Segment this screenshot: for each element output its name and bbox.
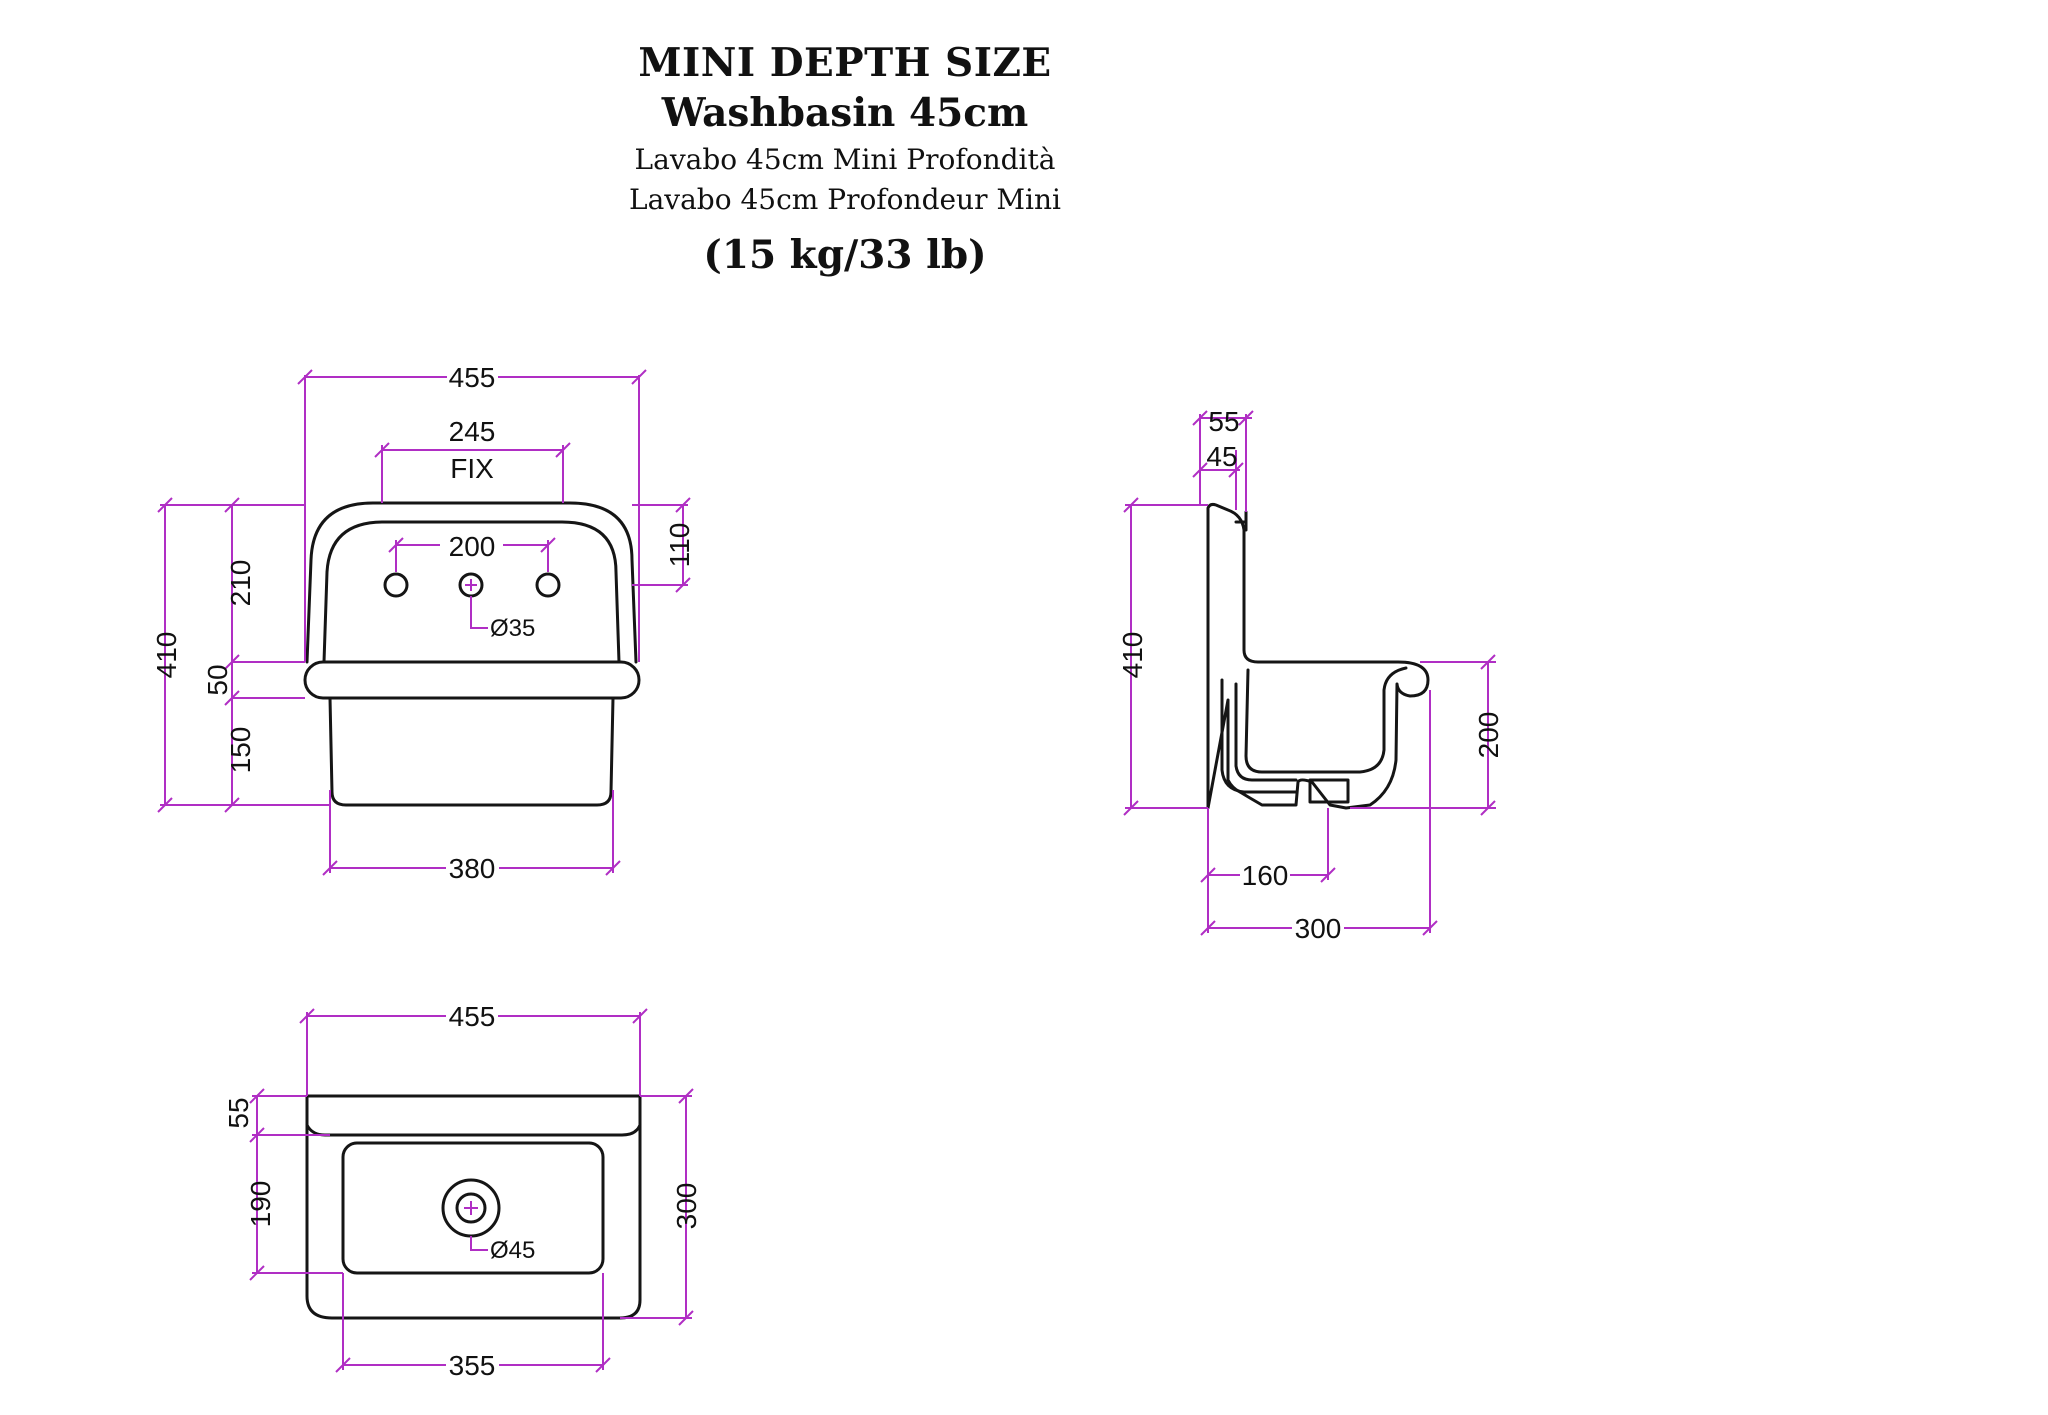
front-basin-upper	[305, 501, 638, 664]
title-line-2: Washbasin 45cm	[661, 90, 1029, 136]
top-depth-300: 300	[671, 1183, 702, 1230]
side-depth-300: 300	[1295, 913, 1342, 944]
front-height-210: 210	[225, 560, 256, 607]
side-drain-160: 160	[1242, 860, 1289, 891]
tap-hole-right	[535, 572, 561, 598]
top-width-455: 455	[449, 1001, 496, 1032]
front-fix-245: 245	[449, 416, 496, 447]
title-line-4: Lavabo 45cm Profondeur Mini	[628, 183, 1061, 216]
front-basin-inner	[322, 520, 621, 664]
title-line-3: Lavabo 45cm Mini Profondità	[634, 143, 1056, 176]
front-bowl	[328, 696, 615, 807]
tap-hole-left	[383, 572, 409, 598]
front-height-410: 410	[151, 632, 182, 679]
front-hole-diameter: Ø35	[490, 615, 535, 642]
top-back-ledge	[305, 1123, 642, 1137]
side-drain	[1308, 778, 1350, 804]
front-fix-label: FIX	[450, 453, 494, 484]
side-back-55: 55	[1208, 406, 1239, 437]
top-ledge-55: 55	[223, 1097, 254, 1128]
top-bowl-355: 355	[449, 1350, 496, 1381]
side-outline	[1206, 502, 1430, 810]
side-view: 55 45 410 200 160 300	[1117, 406, 1504, 944]
front-rim	[303, 660, 641, 700]
top-view: 455 55 190 300 355 Ø45	[223, 1001, 702, 1381]
front-bowl-150: 150	[225, 727, 256, 774]
title-line-1: MINI DEPTH SIZE	[638, 40, 1052, 86]
side-inner-bowl	[1244, 666, 1408, 774]
side-front-200: 200	[1473, 712, 1504, 759]
top-bowl-190: 190	[245, 1181, 276, 1228]
title-block: MINI DEPTH SIZE Washbasin 45cm Lavabo 45…	[520, 38, 1170, 280]
front-holes-200: 200	[449, 531, 496, 562]
front-bottom-380: 380	[449, 853, 496, 884]
top-drain-inner	[455, 1192, 487, 1224]
front-right-110: 110	[664, 523, 695, 568]
side-back-45: 45	[1206, 441, 1237, 472]
top-drain-diameter: Ø45	[490, 1237, 535, 1264]
top-bowl	[341, 1141, 605, 1275]
front-rim-50: 50	[202, 664, 233, 695]
side-drain-pipe	[1220, 678, 1298, 794]
front-width-455: 455	[449, 362, 496, 393]
weight-label: (15 kg/33 lb)	[703, 232, 987, 278]
side-overflow	[1234, 510, 1248, 532]
side-height-410: 410	[1117, 632, 1148, 679]
front-view: 455 245 FIX 200 Ø35 410 210 50 150	[151, 362, 695, 884]
